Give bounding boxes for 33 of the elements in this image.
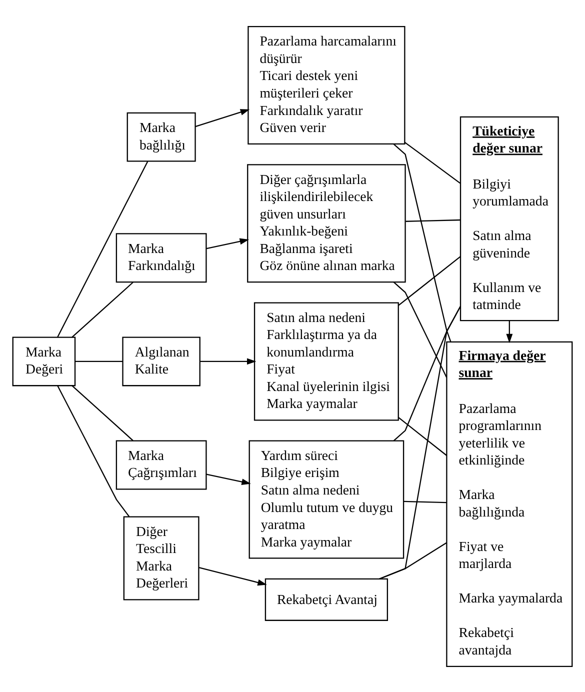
arrow xyxy=(198,566,267,586)
arrow xyxy=(506,320,513,343)
node-box: Pazarlama harcamalarını düşürür Ticari destek yeni müşterileri çeker Farkındalık yaratır Güven verir xyxy=(248,26,406,144)
node-box: Marka Farkındalığı xyxy=(116,232,207,282)
node-box: Firmaya değer sunar Pazarlama programlarının yeterlilik ve etkinliğinde Marka bağlılığında Fiyat ve marjlarda Marka yaymalarda Rekabetçi avantajda xyxy=(446,340,573,666)
arrow xyxy=(200,358,256,364)
arrow xyxy=(206,238,250,249)
node-box: Yardım süreci Bilgiye erişim Satın alma nedeni Olumlu tutum ve duygu yaratma Marka yaymalar xyxy=(248,440,404,558)
connector xyxy=(393,143,452,342)
connector xyxy=(404,141,460,184)
connector xyxy=(379,542,447,579)
node-box: Marka Değeri xyxy=(12,336,76,386)
node-box: Marka Çağrışımları xyxy=(116,440,207,490)
connector xyxy=(72,281,134,338)
connector xyxy=(404,500,446,503)
node-box: Satın alma nedeni Farklılaştırma ya da konumlandırma Fiyat Kanal üyelerinin ilgisi Marka yaymalar xyxy=(254,302,399,420)
node-box: Tüketiciye değer sunar Bilgiyi yorumlamada Satın alma güveninde Kullanım ve tatminde xyxy=(460,116,559,321)
connector xyxy=(75,360,123,362)
connector xyxy=(57,160,148,337)
node-box: Diğer çağrışımlarla ilişkilendirilebilecek güven unsurları Yakınlık-beğeni Bağlanma işareti Göz önüne alınan marka xyxy=(247,164,406,282)
node-box: Diğer Tescilli Marka Değerleri xyxy=(123,516,200,600)
connector xyxy=(398,256,461,306)
arrow xyxy=(195,108,250,127)
connector xyxy=(57,385,130,516)
connector xyxy=(72,384,134,440)
connector xyxy=(379,306,461,579)
connector xyxy=(393,281,448,378)
connector xyxy=(398,416,448,456)
node-box: Marka bağlılığı xyxy=(126,112,196,162)
node-box: Algılanan Kalite xyxy=(122,336,200,386)
node-box: Rekabetçi Avantaj xyxy=(264,578,388,620)
arrow xyxy=(206,473,251,485)
connector xyxy=(406,218,460,222)
